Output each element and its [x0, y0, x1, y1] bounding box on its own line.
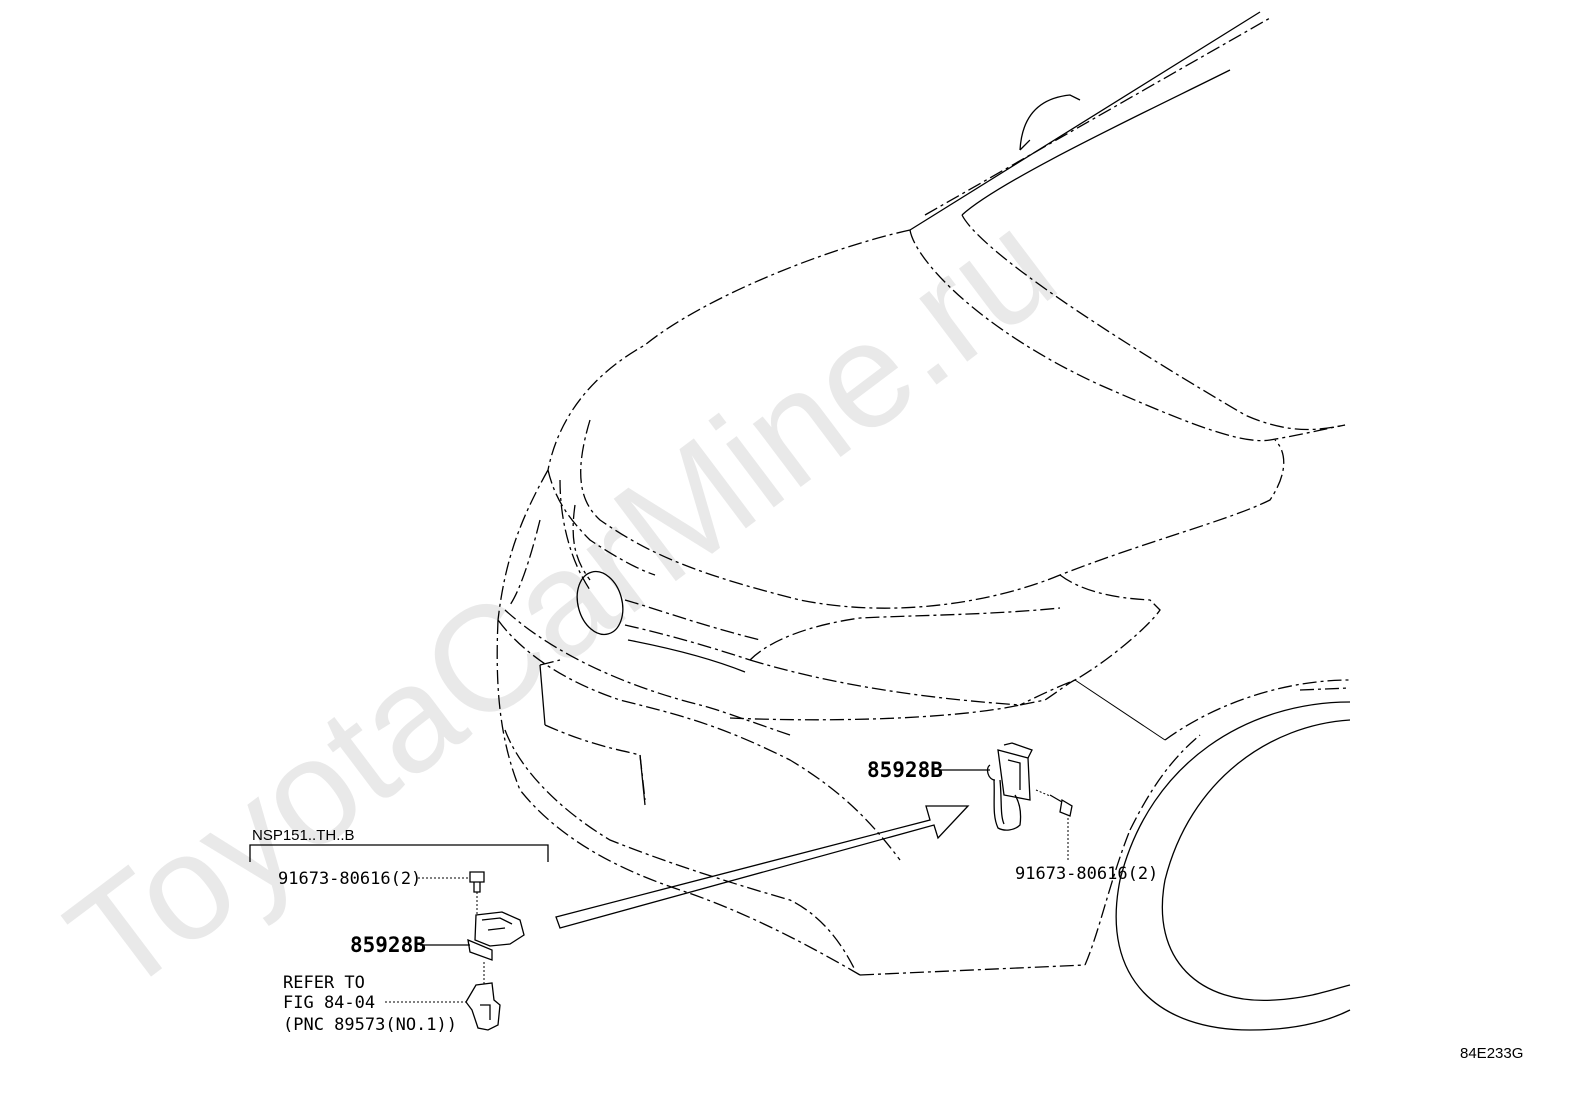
- right-sensor-label: 85928B: [867, 758, 943, 782]
- figure-code: 84E233G: [1460, 1045, 1523, 1062]
- refer-line-2: FIG 84-04: [283, 993, 375, 1013]
- refer-line-1: REFER TO: [283, 973, 365, 993]
- watermark: ToyotaCarMine.ru: [38, 179, 1085, 1026]
- pointer-arrow: [555, 805, 970, 929]
- leader-lines: [385, 769, 1069, 1003]
- refer-line-3: (PNC 89573(NO.1)): [283, 1015, 457, 1035]
- left-sensor-label: 85928B: [350, 933, 426, 957]
- right-bolt-label: 91673-80616(2): [1015, 864, 1158, 884]
- left-bolt-label: 91673-80616(2): [278, 869, 421, 889]
- installed-sensor-drawing: [986, 742, 1073, 831]
- group-label: NSP151..TH..B: [252, 827, 355, 844]
- car-front-drawing: [496, 11, 1351, 1031]
- exploded-view: [249, 844, 549, 1031]
